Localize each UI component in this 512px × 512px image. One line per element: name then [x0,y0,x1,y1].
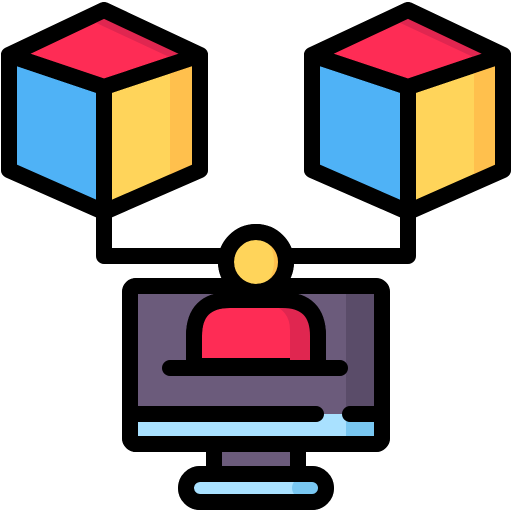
connector-lines [96,204,416,264]
user-icon [162,224,348,376]
right-connector-line [284,204,416,264]
left-connector-line [96,204,228,264]
right-cube-icon [304,2,511,220]
left-cube-icon [1,2,208,220]
